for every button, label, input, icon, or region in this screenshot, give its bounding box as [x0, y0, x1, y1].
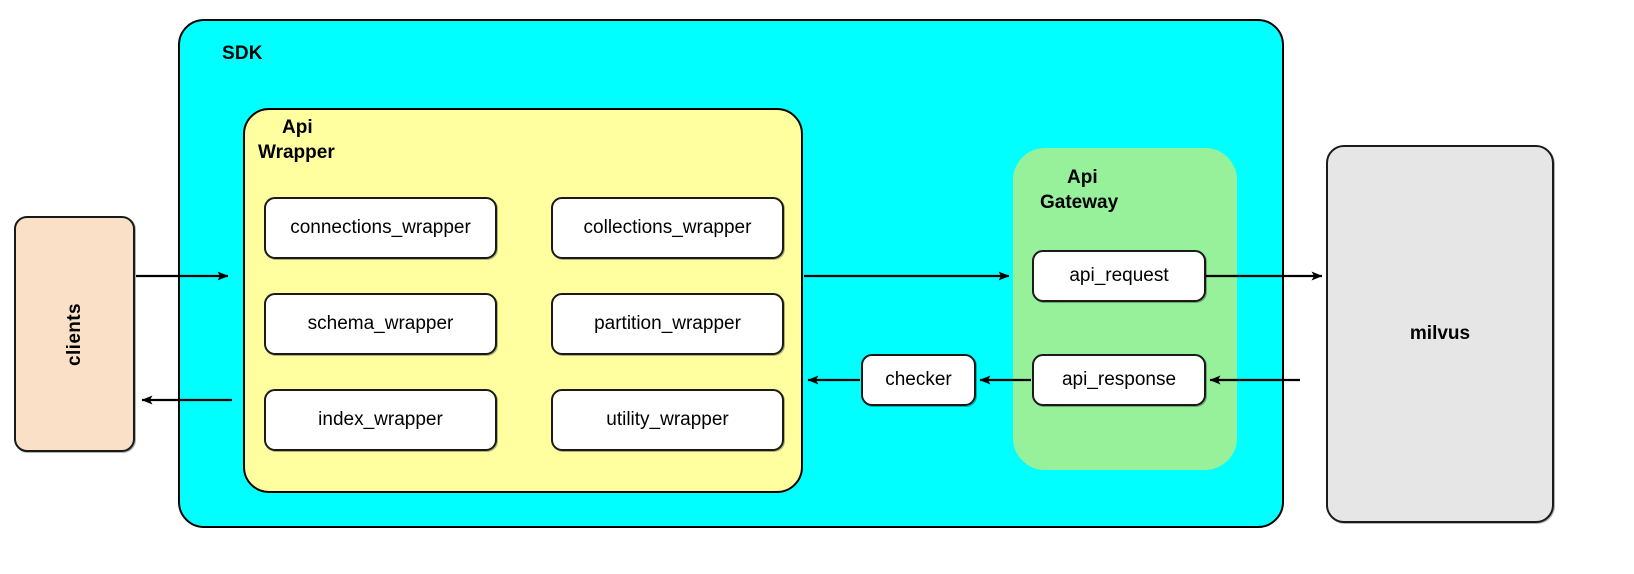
api-gateway-label-line-1: Api: [1067, 167, 1098, 188]
api-wrapper-label-line-2: Wrapper: [258, 142, 335, 164]
api-wrapper-label-line-1: Api: [282, 117, 313, 138]
node-checker[interactable]: checker: [861, 354, 976, 406]
milvus-label: milvus: [1409, 323, 1471, 344]
node-connections-wrapper[interactable]: connections_wrapper: [264, 197, 497, 259]
node-partition-wrapper[interactable]: partition_wrapper: [551, 293, 784, 355]
api-gateway-label: Api Gateway: [1040, 165, 1215, 215]
api-gateway-container: [1013, 148, 1237, 470]
api-gateway-label-line-2: Gateway: [1040, 192, 1119, 214]
node-api-request[interactable]: api_request: [1032, 250, 1206, 302]
node-index-wrapper[interactable]: index_wrapper: [264, 389, 497, 451]
api-wrapper-label: Api Wrapper: [258, 115, 438, 165]
milvus-box[interactable]: milvus: [1326, 145, 1554, 523]
node-schema-wrapper[interactable]: schema_wrapper: [264, 293, 497, 355]
node-collections-wrapper[interactable]: collections_wrapper: [551, 197, 784, 259]
node-api-response[interactable]: api_response: [1032, 354, 1206, 406]
clients-box[interactable]: clients: [14, 216, 135, 452]
sdk-label: SDK: [222, 43, 263, 64]
clients-label: clients: [63, 302, 85, 366]
node-utility-wrapper[interactable]: utility_wrapper: [551, 389, 784, 451]
